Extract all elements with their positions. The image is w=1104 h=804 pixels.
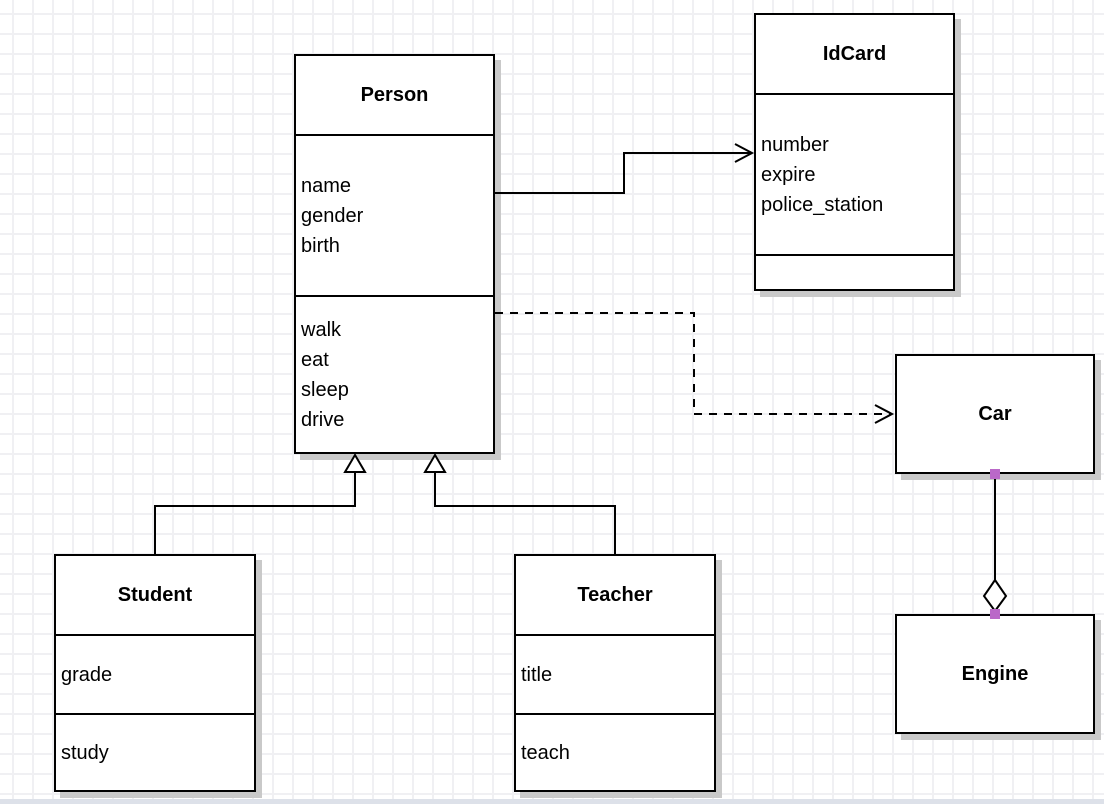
attributes-section: title [516,636,714,715]
class-engine[interactable]: Engine [895,614,1095,734]
class-idcard[interactable]: IdCard number expire police_station [754,13,955,291]
class-title: Student [56,556,254,636]
method: sleep [301,378,349,401]
methods-section: walk eat sleep drive [296,297,493,452]
aggregation-car-engine[interactable] [982,469,1008,619]
methods-section: teach [516,715,714,790]
open-arrowhead-icon [874,404,895,424]
class-title: Engine [961,662,1029,685]
dependency-person-car[interactable] [495,312,895,424]
generalization-teacher-person[interactable] [423,453,616,554]
method: drive [301,408,345,431]
method: teach [521,741,570,764]
method: eat [301,348,329,371]
class-student[interactable]: Student grade study [54,554,256,792]
open-arrowhead-icon [734,143,755,163]
class-title: Car [978,402,1012,425]
method: walk [301,318,342,341]
methods-section: study [56,715,254,790]
attribute: grade [61,663,113,686]
attribute: gender [301,204,364,227]
class-title: Teacher [516,556,714,636]
attribute: number [761,133,829,156]
attribute: name [301,174,352,197]
canvas-bottom-edge [0,799,1104,804]
class-car[interactable]: Car [895,354,1095,474]
class-person[interactable]: Person name gender birth walk eat sleep … [294,54,495,454]
attribute: expire [761,163,816,186]
class-title: Person [296,56,493,136]
hollow-triangle-icon [423,453,447,473]
hollow-diamond-icon [982,578,1008,613]
association-person-idcard[interactable] [495,143,755,194]
attributes-section: number expire police_station [756,95,953,256]
attribute: title [521,663,553,686]
connection-handle[interactable] [990,609,1000,619]
class-title: IdCard [756,15,953,95]
generalization-student-person[interactable] [154,453,367,554]
hollow-triangle-icon [343,453,367,473]
attributes-section: name gender birth [296,136,493,297]
attribute: birth [301,234,340,257]
method: study [61,741,109,764]
attributes-section: grade [56,636,254,715]
attribute: police_station [761,193,884,216]
connection-handle[interactable] [990,469,1000,479]
class-teacher[interactable]: Teacher title teach [514,554,716,792]
